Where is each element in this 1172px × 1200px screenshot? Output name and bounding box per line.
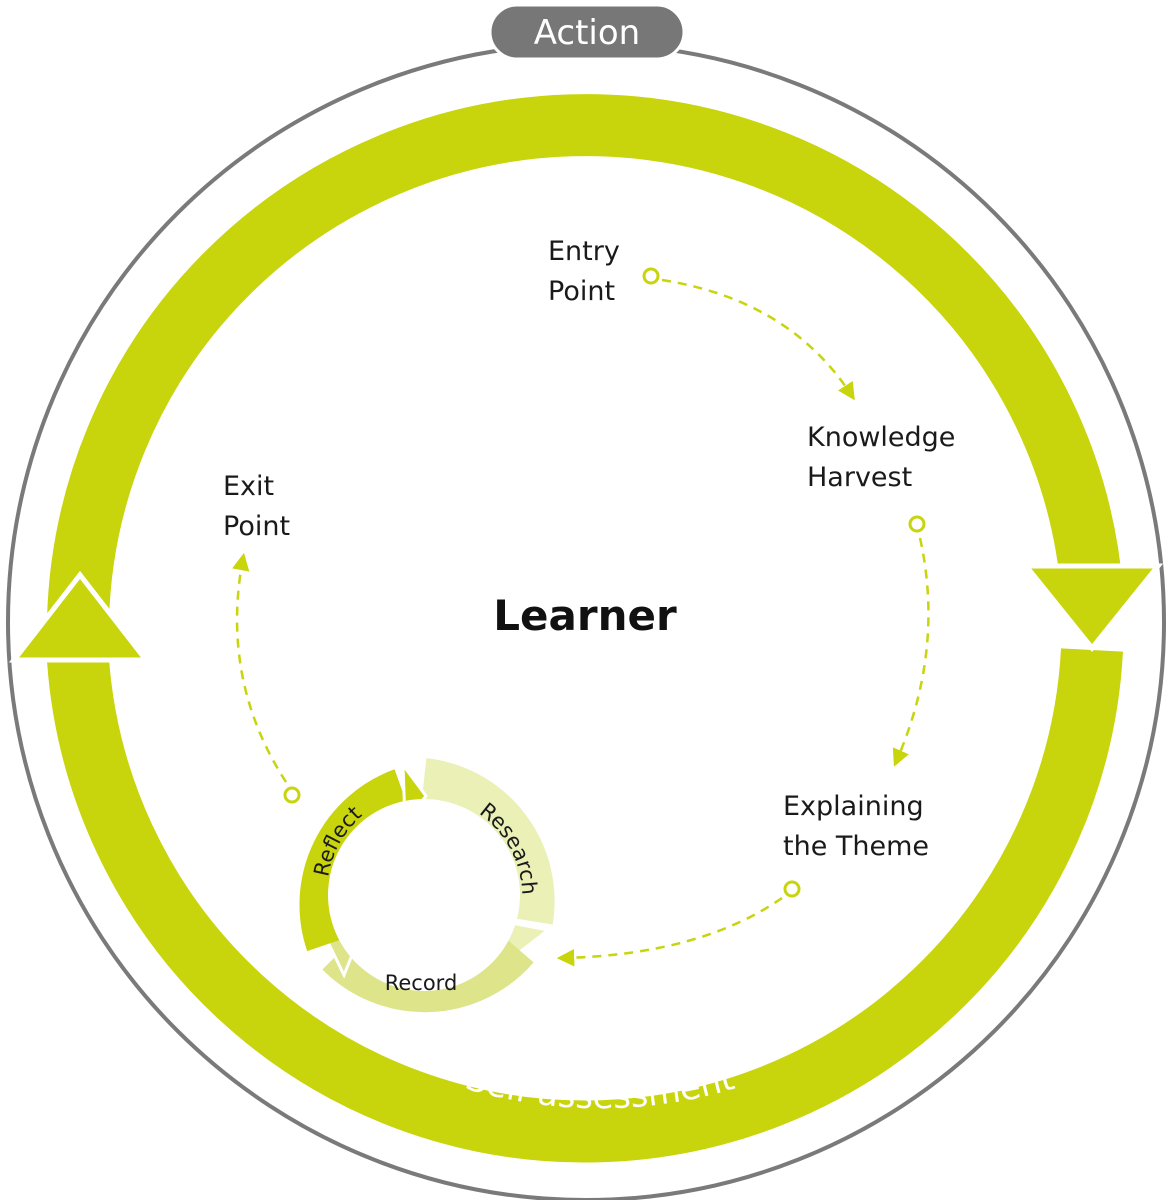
action-pill — [488, 3, 686, 61]
learner-label: Learner — [493, 591, 677, 640]
entry-point-marker — [642, 267, 660, 285]
small-cycle-hole — [328, 799, 520, 991]
explaining-theme-label: Explaining the Theme — [783, 791, 932, 862]
exit-point-label: Exit Point — [223, 471, 290, 542]
record-label: Record — [385, 971, 458, 995]
assessment-ring-top-arc — [47, 94, 1123, 621]
reflect-segment — [299, 769, 411, 952]
knowledge-to-explaining-arrow — [892, 537, 930, 767]
ring-arrowhead-left — [8, 570, 152, 663]
explaining-to-cycle-arrow — [556, 896, 783, 967]
cycle-to-exit-arrow — [232, 552, 288, 783]
explaining-theme-marker — [783, 880, 801, 898]
assessment-ring-bottom-arc — [47, 648, 1123, 1163]
exit-point-marker — [283, 786, 301, 804]
entry-to-knowledge-arrow — [661, 278, 855, 401]
entry-point-label: Entry Point — [548, 236, 628, 307]
knowledge-harvest-label: Knowledge Harvest — [807, 422, 964, 493]
small-cycle: Reflect Research Record — [299, 758, 555, 1013]
action-label: Action — [534, 13, 640, 53]
research-segment — [420, 758, 555, 925]
knowledge-harvest-marker — [908, 515, 926, 533]
ring-arrowhead-right — [1020, 563, 1164, 652]
